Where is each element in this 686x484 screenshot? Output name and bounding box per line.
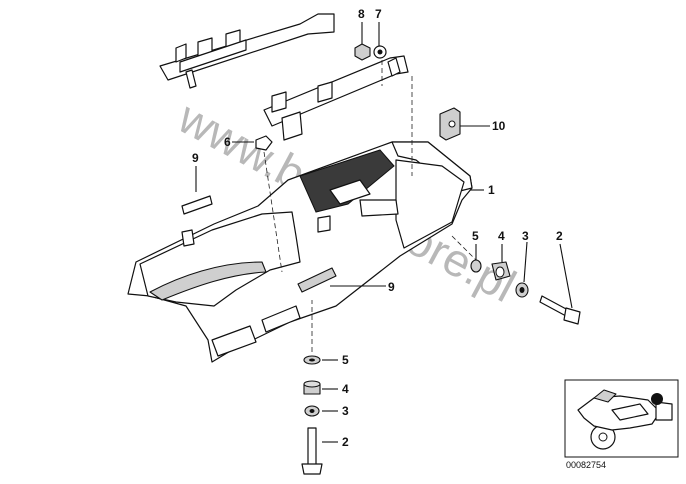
rear-mudguard-part (127, 141, 473, 363)
grommet-part-6 (255, 135, 273, 151)
assembly-lines (263, 60, 477, 352)
clip-part-10 (439, 107, 461, 141)
callout-2-right: 2 (556, 229, 563, 243)
drawing-number: 00082754 (566, 460, 606, 470)
motorcycle-thumbnail[interactable] (564, 379, 679, 458)
callout-1: 1 (488, 183, 495, 197)
washer-part-7 (373, 45, 387, 59)
leader-lines (195, 22, 573, 443)
callout-9-lower: 9 (388, 280, 395, 294)
rubber-strip-upper (181, 195, 213, 215)
callout-5-stack: 5 (342, 353, 349, 367)
callout-3-stack: 3 (342, 404, 349, 418)
callout-7: 7 (375, 7, 382, 21)
lower-bracket-rail (263, 55, 409, 141)
callout-4-stack: 4 (342, 382, 349, 396)
callout-8: 8 (358, 7, 365, 21)
callout-10: 10 (492, 119, 506, 133)
side-mount-hardware (470, 259, 581, 325)
callout-5-right: 5 (472, 229, 479, 243)
callout-6: 6 (224, 135, 231, 149)
callout-4-right: 4 (498, 229, 505, 243)
stacked-hardware (301, 355, 323, 475)
callout-2-stack: 2 (342, 435, 349, 449)
callout-3-right: 3 (522, 229, 529, 243)
motorcycle-icon (577, 389, 673, 450)
callout-9-upper: 9 (192, 151, 199, 165)
nut-part-8 (354, 43, 371, 61)
upper-bracket-rail (159, 13, 335, 89)
